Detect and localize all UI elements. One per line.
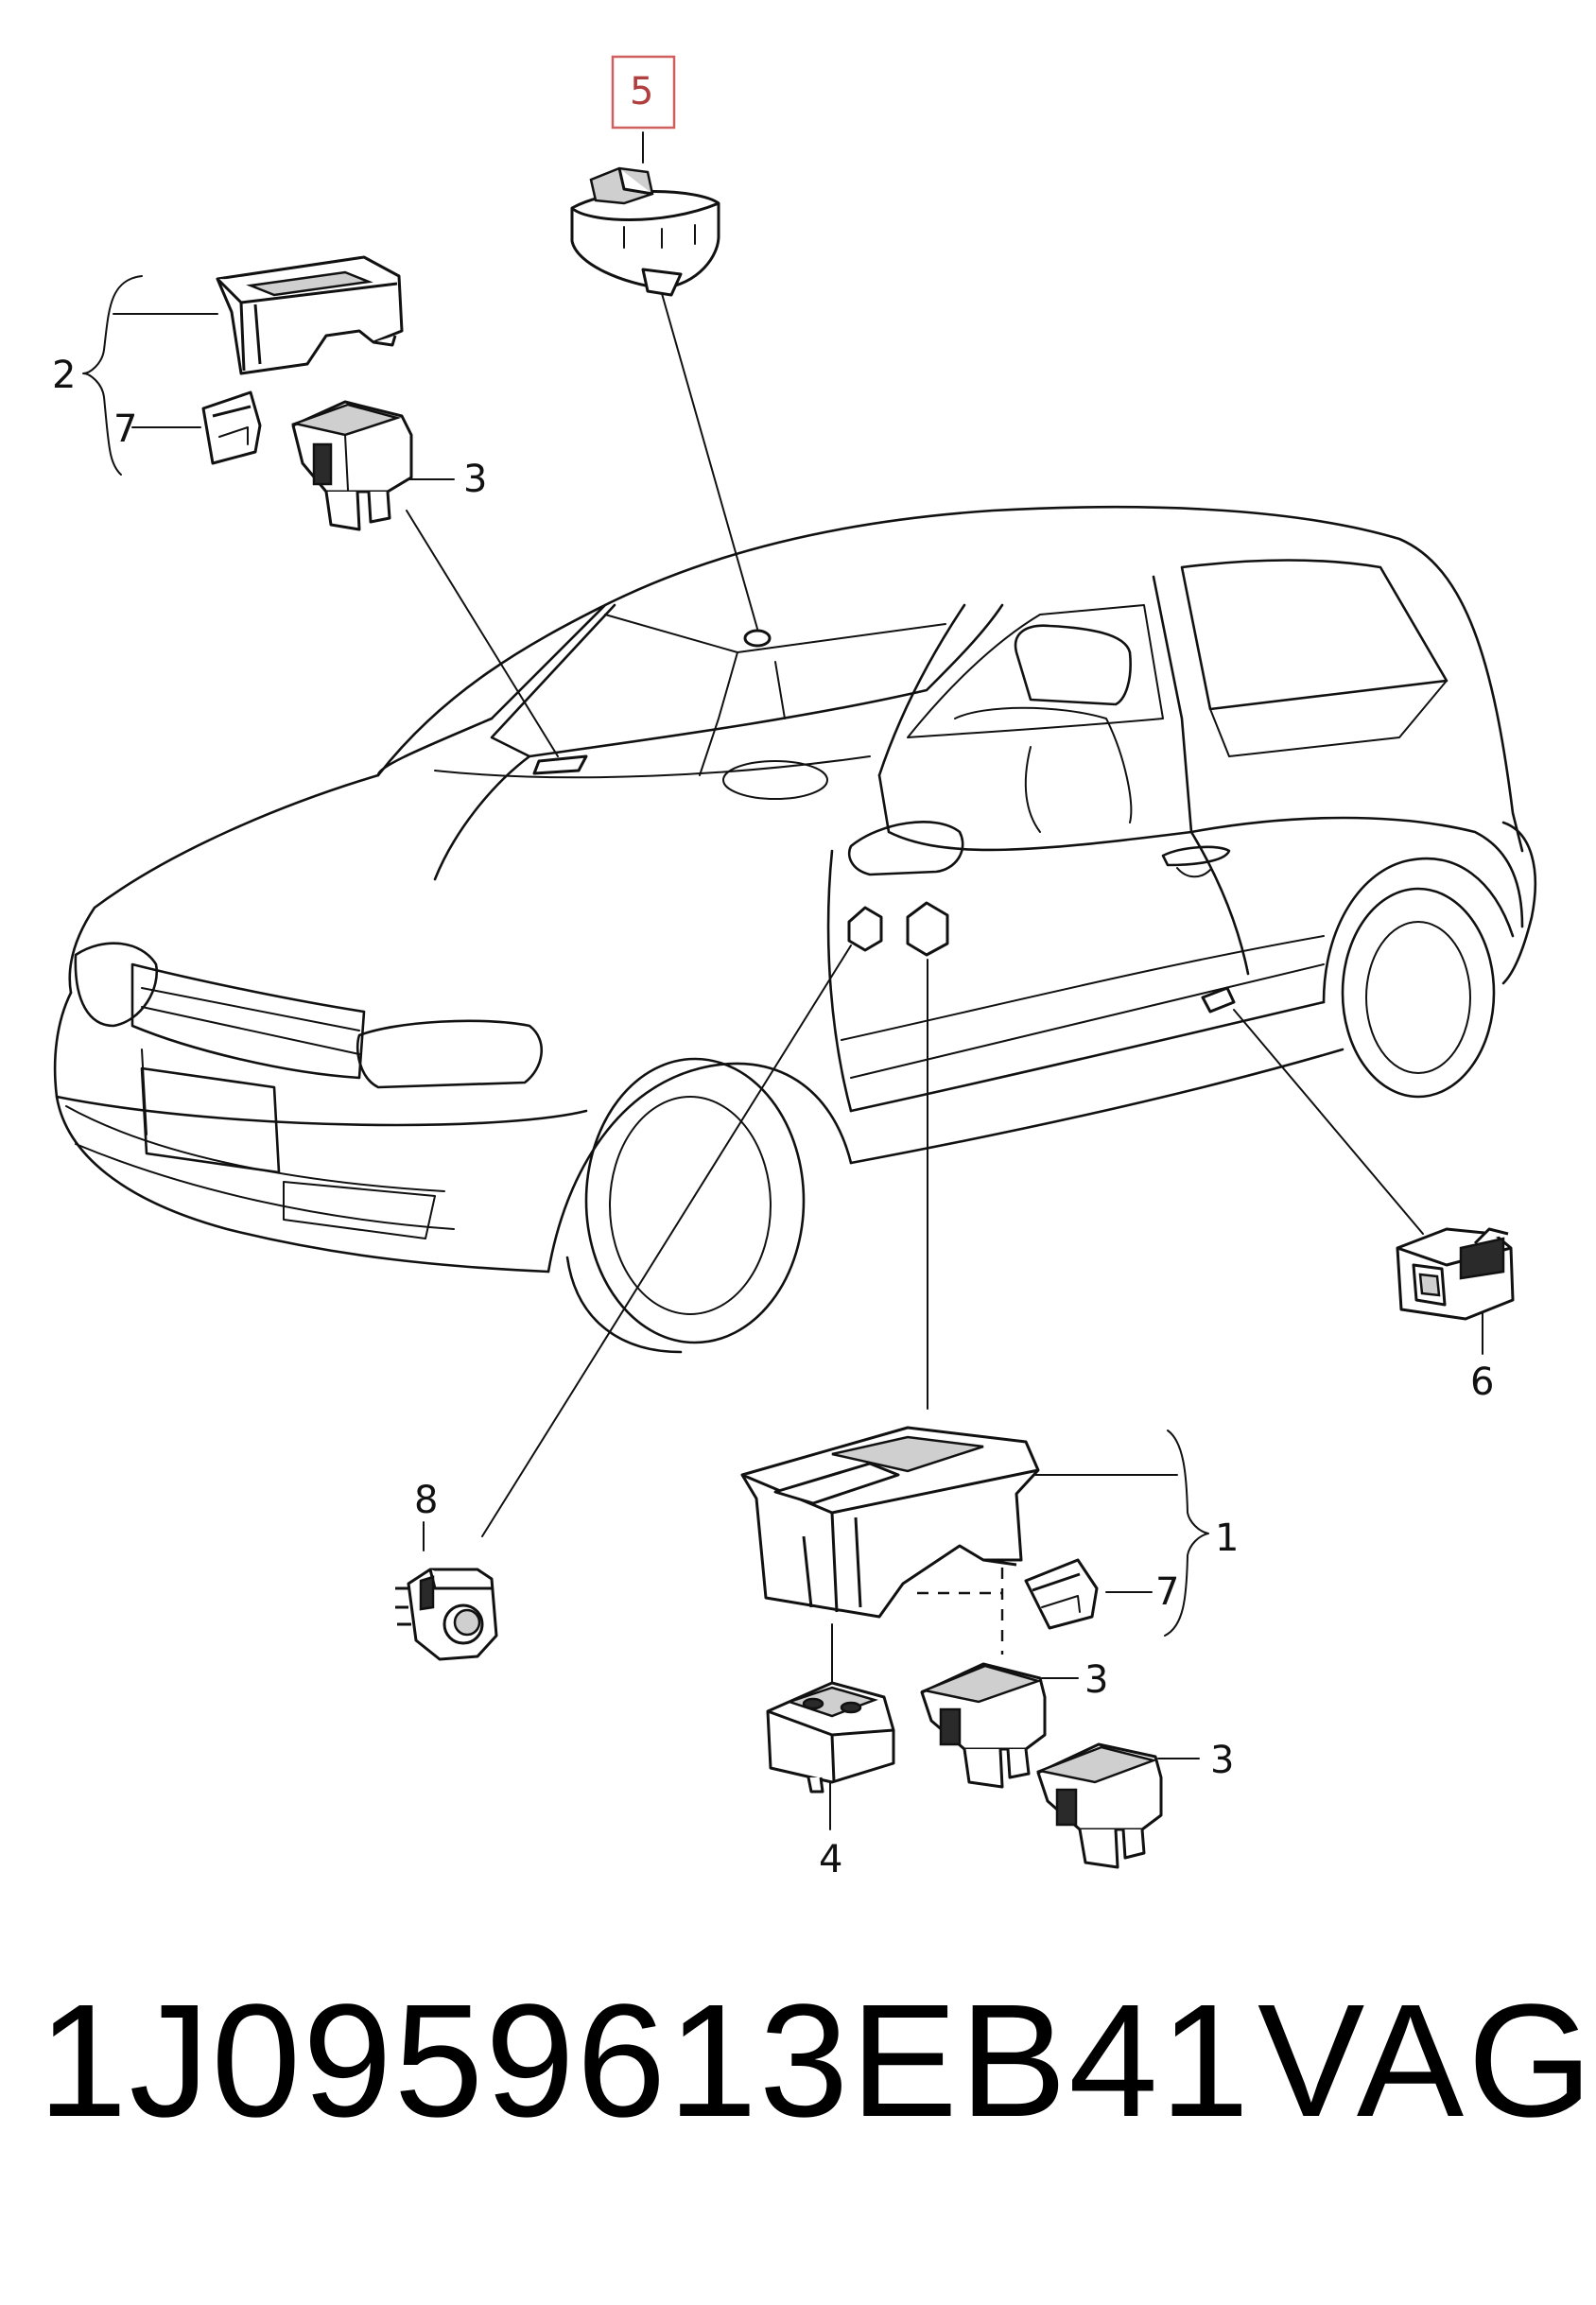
part-6-rear-switch[interactable] <box>1396 1227 1515 1321</box>
callout-6[interactable]: 6 <box>1470 1360 1494 1404</box>
callout-8[interactable]: 8 <box>414 1479 438 1522</box>
callout-5-highlight-box <box>611 55 676 130</box>
marker-1-location <box>906 901 949 957</box>
callout-7-lower[interactable]: 7 <box>1155 1570 1179 1614</box>
part-3-switch-lower-a[interactable] <box>920 1662 1047 1789</box>
footer: 1J0959613EB41 VAG <box>0 1967 1596 2156</box>
callout-5[interactable]: 5 <box>630 70 653 113</box>
brand-label: VAG <box>1258 1971 1596 2151</box>
part-8-mirror-switch[interactable] <box>395 1568 498 1661</box>
callout-2[interactable]: 2 <box>52 354 76 397</box>
callout-4[interactable]: 4 <box>819 1838 842 1881</box>
part-2-switch-bezel[interactable] <box>216 255 404 375</box>
car-illustration <box>53 505 1537 1354</box>
part-number: 1J0959613EB41 <box>38 1971 1252 2151</box>
callout-1[interactable]: 1 <box>1215 1516 1239 1560</box>
part-5-switch[interactable] <box>570 166 720 297</box>
marker-8-location <box>847 906 883 952</box>
callout-7-upper[interactable]: 7 <box>113 407 137 451</box>
callout-3-lower-a[interactable]: 3 <box>1084 1658 1108 1702</box>
part-3-switch-lower-b[interactable] <box>1035 1742 1163 1869</box>
part-7-clip-upper[interactable] <box>201 390 262 465</box>
part-1-switch-bezel[interactable] <box>740 1426 1040 1619</box>
callout-3-upper[interactable]: 3 <box>463 458 487 501</box>
part-7-clip-lower[interactable] <box>1024 1558 1099 1630</box>
part-3-switch-upper[interactable] <box>290 400 413 531</box>
part-4-window-switch[interactable] <box>766 1681 895 1794</box>
callout-labels: 5 2 7 3 6 8 1 7 3 3 4 <box>52 55 1494 1881</box>
callout-3-lower-b[interactable]: 3 <box>1210 1739 1234 1782</box>
marker-5-location <box>743 629 772 648</box>
marker-3-location <box>532 754 588 775</box>
leader-lines <box>82 131 1483 1830</box>
marker-6-location <box>1201 986 1236 1014</box>
